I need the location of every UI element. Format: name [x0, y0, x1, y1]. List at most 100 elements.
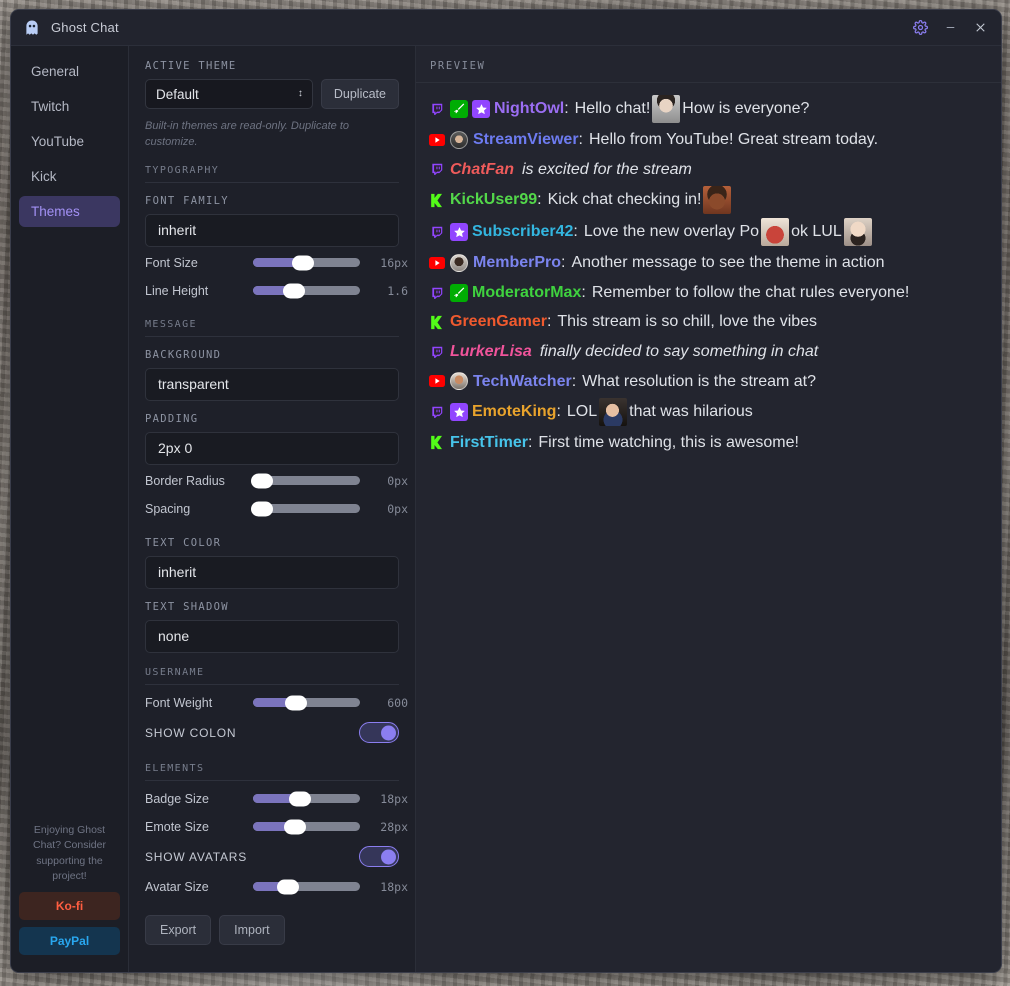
kick-icon: [428, 434, 446, 452]
section-typography: TYPOGRAPHY: [145, 165, 399, 183]
badge-size-row: Badge Size 18px: [145, 785, 408, 813]
avatar: [450, 253, 468, 272]
chat-message-text: ok LUL: [791, 223, 842, 241]
chat-username[interactable]: Subscriber42: [472, 223, 574, 241]
minimize-icon[interactable]: [935, 15, 965, 41]
kofi-button[interactable]: Ko-fi: [19, 892, 120, 920]
theme-readonly-hint: Built-in themes are read-only. Duplicate…: [145, 120, 350, 148]
chat-username[interactable]: GreenGamer: [450, 313, 547, 331]
chat-colon: :: [573, 223, 578, 241]
padding-label: PADDING: [145, 412, 199, 425]
chat-username[interactable]: ChatFan: [450, 160, 514, 178]
chat-message-text: Kick chat checking in!: [547, 191, 702, 209]
twitch-icon: [428, 160, 446, 178]
show-colon-toggle[interactable]: [359, 722, 399, 744]
gear-icon[interactable]: [905, 15, 935, 41]
chat-colon: :: [556, 403, 561, 421]
show-avatars-toggle[interactable]: [359, 846, 399, 868]
text-color-input[interactable]: inherit: [145, 555, 399, 589]
export-button[interactable]: Export: [145, 914, 212, 945]
chat-username[interactable]: LurkerLisa: [450, 342, 532, 360]
emote-size-slider[interactable]: [253, 819, 360, 835]
avatar: [450, 130, 468, 149]
chat-message: KickUser99:Kick chat checking in!: [428, 184, 989, 216]
chevron-updown-icon: ↕: [297, 88, 303, 99]
sidebar-item-youtube[interactable]: YouTube: [31, 134, 85, 149]
font-weight-value: 600: [387, 695, 408, 710]
border-radius-slider[interactable]: [250, 473, 360, 489]
avatar-size-slider[interactable]: [253, 879, 360, 895]
spacing-slider[interactable]: [250, 501, 360, 517]
chat-message-text: First time watching, this is awesome!: [538, 434, 799, 452]
sidebar: General Twitch YouTube Kick Themes Enjoy…: [11, 46, 129, 972]
sub-badge-icon: [450, 403, 468, 422]
chat-message-text: Hello chat!: [574, 100, 651, 118]
chat-username[interactable]: NightOwl: [494, 100, 565, 118]
chat-colon: :: [581, 283, 586, 301]
chat-message: FirstTimer:First time watching, this is …: [428, 428, 989, 458]
chat-username[interactable]: TechWatcher: [473, 372, 572, 390]
youtube-icon: [428, 372, 446, 390]
mod-badge-icon: [450, 283, 468, 302]
sidebar-item-kick[interactable]: Kick: [31, 169, 57, 184]
font-size-slider[interactable]: [253, 255, 360, 271]
duplicate-button[interactable]: Duplicate: [320, 79, 399, 109]
active-theme-select[interactable]: Default ↕: [145, 79, 313, 109]
window-body: General Twitch YouTube Kick Themes Enjoy…: [11, 46, 1001, 972]
background-input[interactable]: transparent: [145, 367, 399, 401]
chat-message-text: LOL: [566, 403, 598, 421]
chat-username[interactable]: ModeratorMax: [472, 283, 582, 301]
font-family-input[interactable]: inherit: [145, 213, 399, 247]
chat-emote: [703, 186, 732, 215]
chat-colon: :: [546, 313, 552, 331]
padding-input[interactable]: 2px 0: [145, 431, 399, 465]
chat-message: ModeratorMax:Remember to follow the chat…: [428, 278, 989, 308]
text-shadow-input[interactable]: none: [145, 619, 399, 653]
chat-message-text: Hello from YouTube! Great stream today.: [589, 131, 879, 148]
chat-message: MemberPro:Another message to see the the…: [428, 248, 989, 278]
font-size-label: Font Size: [145, 255, 198, 270]
chat-username[interactable]: EmoteKing: [472, 403, 557, 421]
emote-size-value: 28px: [380, 819, 408, 834]
line-height-label: Line Height: [145, 283, 209, 298]
chat-emote: [843, 218, 872, 247]
chat-colon: :: [564, 100, 569, 118]
preview-header: PREVIEW: [416, 46, 1001, 83]
mod-badge-icon: [450, 100, 468, 118]
sidebar-item-twitch[interactable]: Twitch: [31, 99, 70, 114]
avatar-size-label: Avatar Size: [145, 879, 209, 894]
show-colon-row: SHOW COLON: [145, 717, 399, 749]
twitch-icon: [428, 223, 446, 241]
line-height-row: Line Height 1.6: [145, 277, 408, 305]
chat-message-text: This stream is so chill, love the vibes: [557, 313, 818, 331]
text-color-label: TEXT COLOR: [145, 536, 222, 549]
chat-username[interactable]: KickUser99: [450, 191, 538, 209]
sidebar-item-general[interactable]: General: [31, 64, 80, 79]
chat-username[interactable]: StreamViewer: [473, 131, 579, 148]
chat-message: GreenGamer: This stream is so chill, love…: [428, 307, 989, 337]
active-theme-value: Default: [156, 86, 199, 102]
chat-username[interactable]: MemberPro: [473, 254, 562, 272]
twitch-icon: [428, 343, 446, 361]
show-colon-label: SHOW COLON: [145, 725, 237, 740]
badge-size-label: Badge Size: [145, 791, 209, 806]
avatar-size-row: Avatar Size 18px: [145, 873, 408, 901]
io-buttons: Export Import: [145, 914, 399, 945]
kick-icon: [428, 313, 446, 331]
chat-message-text: Another message to see the theme in acti…: [571, 254, 885, 272]
sidebar-item-themes[interactable]: Themes: [19, 196, 120, 227]
chat-username[interactable]: FirstTimer: [450, 434, 528, 452]
import-button[interactable]: Import: [219, 914, 285, 945]
donate-text: Enjoying Ghost Chat? Consider supporting…: [33, 824, 106, 882]
font-family-label: FONT FAMILY: [145, 194, 229, 207]
border-radius-value: 0px: [387, 473, 408, 488]
line-height-slider[interactable]: [253, 283, 360, 299]
avatar-size-value: 18px: [380, 879, 408, 894]
close-icon[interactable]: [965, 15, 995, 41]
badge-size-slider[interactable]: [253, 791, 360, 807]
paypal-button[interactable]: PayPal: [19, 927, 120, 955]
font-weight-slider[interactable]: [253, 695, 360, 711]
